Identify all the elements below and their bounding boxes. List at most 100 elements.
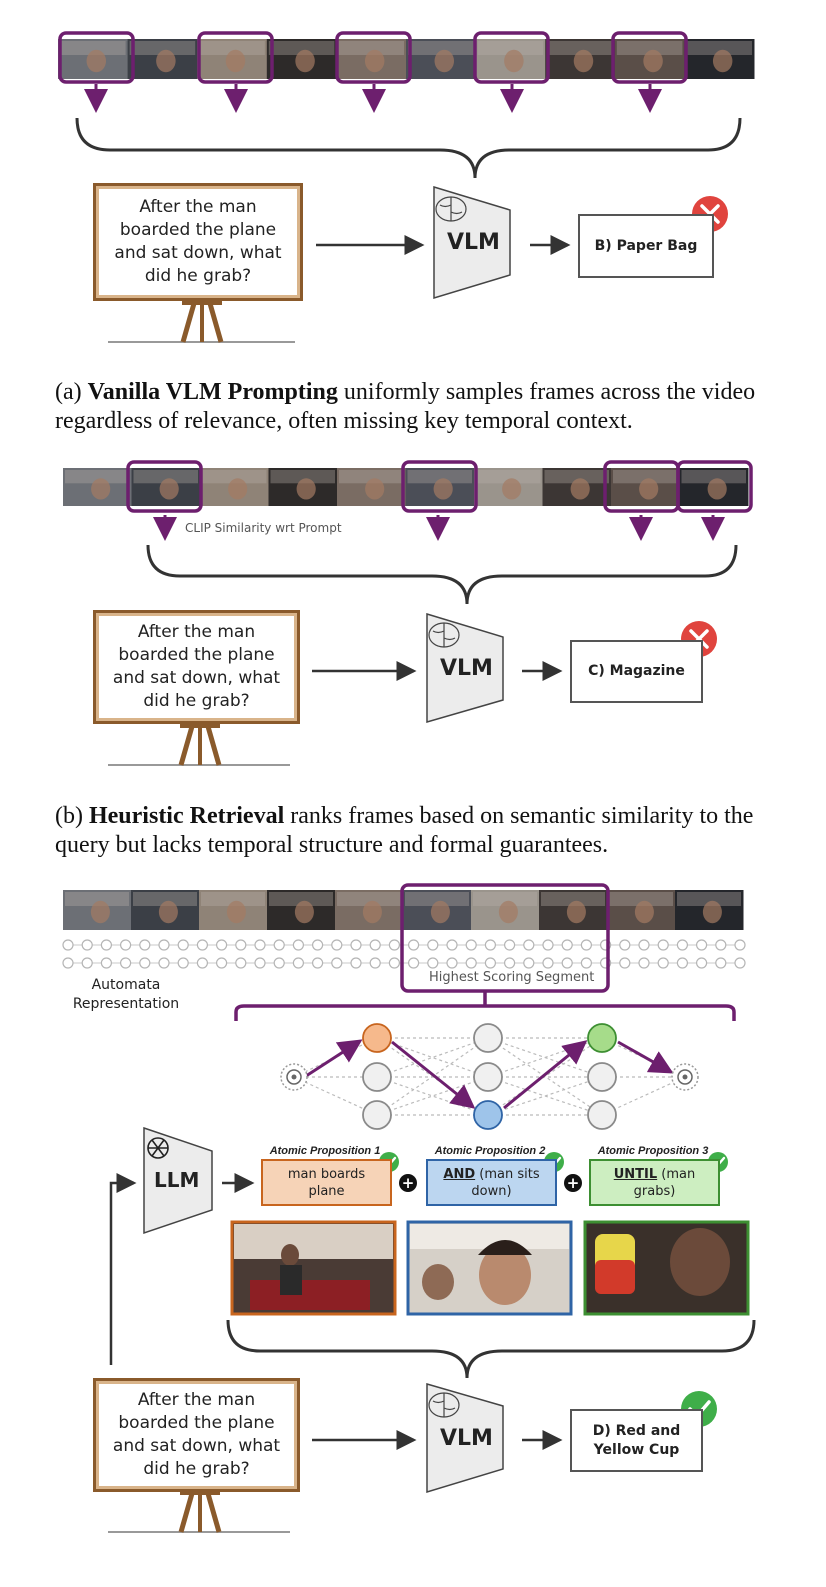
frame-person	[159, 478, 179, 500]
selected-frame-box	[473, 31, 550, 84]
automaton-path	[305, 1039, 674, 1110]
frame-detail	[65, 892, 129, 906]
atomic-proposition-1-text: man boards plane	[287, 1166, 366, 1199]
plus-connectors: + +	[399, 1174, 582, 1192]
automata-state	[446, 939, 458, 951]
frame-person	[228, 478, 248, 500]
automata-state	[619, 939, 631, 951]
frame-detail	[60, 41, 126, 55]
automaton-state	[587, 1100, 617, 1130]
frame-detail	[547, 41, 613, 55]
panel-b-vlm-block	[426, 612, 504, 723]
frame-detail	[129, 41, 196, 55]
automata-state	[139, 957, 151, 969]
automata-state	[427, 957, 439, 969]
panel-c-vlm-block	[426, 1383, 504, 1494]
automata-state	[657, 957, 669, 969]
panel-c-easel-stand-icon	[108, 1489, 290, 1533]
automata-state	[216, 957, 228, 969]
automata-state	[292, 957, 304, 969]
frame-person	[225, 49, 246, 73]
panel-a-filmstrip	[58, 39, 755, 79]
automata-state	[273, 957, 285, 969]
automata-state	[292, 939, 304, 951]
frame-person	[434, 49, 455, 73]
frame-person	[570, 478, 590, 500]
llm-block	[143, 1126, 213, 1235]
frame-person	[504, 49, 524, 73]
terminal-state-dot	[291, 1074, 297, 1080]
panel-a-brace	[75, 117, 742, 179]
panel-a-caption-rest: uniformly samples frames across the vide…	[55, 379, 756, 434]
graph-edge	[487, 1076, 603, 1116]
automata-state	[81, 939, 93, 951]
automata-state	[158, 939, 170, 951]
clip-similarity-label: CLIP Similarity wrt Prompt	[185, 521, 342, 535]
panel-a-vlm-label: VLM	[447, 230, 500, 255]
frame-detail	[677, 892, 741, 906]
llm-label: LLM	[154, 1168, 200, 1192]
automata-state	[657, 939, 669, 951]
automata-state	[235, 939, 247, 951]
highest-scoring-segment-label: Highest Scoring Segment	[429, 970, 595, 985]
automata-state	[504, 939, 516, 951]
automata-state	[427, 939, 439, 951]
automata-state	[100, 957, 113, 969]
panel-c-bottom-brace	[226, 1319, 756, 1379]
atomic-proposition-1: man boards plane	[261, 1159, 392, 1206]
automaton-state	[473, 1100, 503, 1130]
panel-a-caption: (a) Vanilla VLM Prompting uniformly samp…	[55, 378, 795, 436]
frame-person	[573, 49, 594, 73]
automata-state	[695, 957, 708, 969]
frame-detail	[269, 892, 333, 906]
automata-state	[196, 939, 208, 951]
automata-representation-label: Automata Representation	[72, 977, 180, 1012]
automata-state	[119, 957, 132, 969]
panel-b-caption-prefix: (b)	[55, 803, 89, 829]
brain-icon	[428, 622, 460, 648]
frame-person	[91, 478, 111, 500]
frame-person	[90, 900, 110, 924]
automaton-graph	[280, 1023, 699, 1130]
frame-detail	[476, 470, 541, 484]
panel-b-down-arrows	[153, 515, 725, 541]
selected-frame-box	[401, 460, 478, 513]
panel-c-answer: D) Red and Yellow Cup	[570, 1409, 703, 1472]
terminal-state-dot	[682, 1074, 688, 1080]
automata-state	[408, 957, 420, 969]
frame-detail	[268, 41, 335, 55]
panel-b-caption: (b) Heuristic Retrieval ranks frames bas…	[55, 802, 795, 860]
graph-edge	[487, 1037, 603, 1078]
automaton-state	[362, 1100, 392, 1130]
frame-person	[430, 900, 450, 924]
automata-state	[561, 939, 573, 951]
frame-detail	[133, 892, 197, 906]
selected-frame-box	[58, 31, 135, 84]
automata-state	[312, 939, 324, 951]
automata-state	[350, 939, 362, 951]
frame-person	[639, 478, 659, 500]
panel-c-vlm-label: VLM	[440, 1426, 493, 1451]
automata-state	[81, 957, 93, 969]
automata-state	[408, 939, 420, 951]
frame-detail	[201, 892, 265, 906]
atomic-proposition-3-title: Atomic Proposition 3	[597, 1145, 709, 1157]
atomic-proposition-1-title: Atomic Proposition 1	[269, 1145, 381, 1157]
automata-state	[676, 939, 689, 951]
panel-a-easel-stand-icon	[108, 299, 295, 343]
automata-state	[62, 957, 74, 969]
panel-b-brace	[146, 544, 738, 605]
panel-a-caption-bold: Vanilla VLM Prompting	[87, 379, 338, 405]
evidence-frames	[230, 1220, 750, 1316]
automata-state	[542, 957, 554, 969]
frame-detail	[405, 892, 469, 906]
frame-detail	[681, 470, 746, 484]
panel-c-filmstrip	[63, 890, 744, 930]
automata-state-chain	[62, 939, 746, 969]
panel-b-caption-bold: Heuristic Retrieval	[88, 803, 285, 829]
frame-person	[566, 900, 586, 924]
frame-detail	[338, 41, 404, 55]
automata-state	[734, 957, 746, 969]
plus-2: +	[567, 1174, 580, 1192]
frame-detail	[473, 892, 537, 906]
